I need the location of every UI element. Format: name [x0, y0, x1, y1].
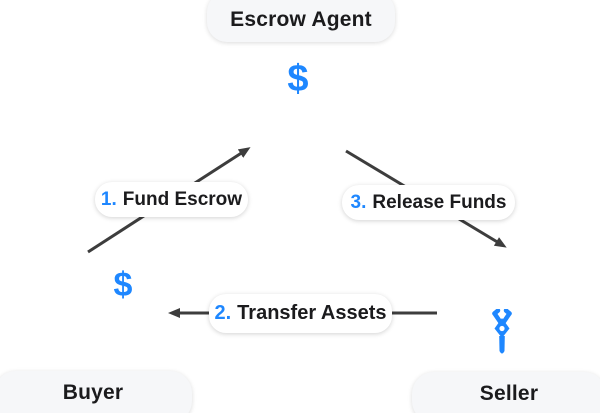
step-label-fund-escrow: Fund Escrow: [122, 188, 243, 210]
node-buyer-label: Buyer: [62, 381, 124, 404]
node-escrow-agent: Escrow Agent: [207, 0, 395, 42]
key-icon: [492, 309, 512, 354]
dollar-sign-icon: $: [105, 265, 141, 305]
node-seller: Seller: [412, 372, 600, 413]
step-number-3: 3.: [350, 191, 367, 213]
step-fund-escrow: 1. Fund Escrow: [95, 182, 248, 217]
step-label-transfer-assets: Transfer Assets: [237, 302, 387, 324]
step-release-funds: 3. Release Funds: [342, 185, 515, 220]
node-seller-label: Seller: [479, 381, 539, 405]
dollar-sign-icon: $: [281, 57, 315, 101]
step-number-2: 2.: [214, 302, 232, 324]
node-escrow-agent-label: Escrow Agent: [230, 8, 372, 31]
step-transfer-assets: 2. Transfer Assets: [209, 294, 392, 333]
step-number-1: 1.: [100, 188, 117, 210]
step-label-release-funds: Release Funds: [372, 191, 507, 213]
dollar-glyph: $: [287, 57, 309, 100]
node-buyer: Buyer: [0, 371, 192, 413]
dollar-glyph: $: [113, 265, 133, 304]
